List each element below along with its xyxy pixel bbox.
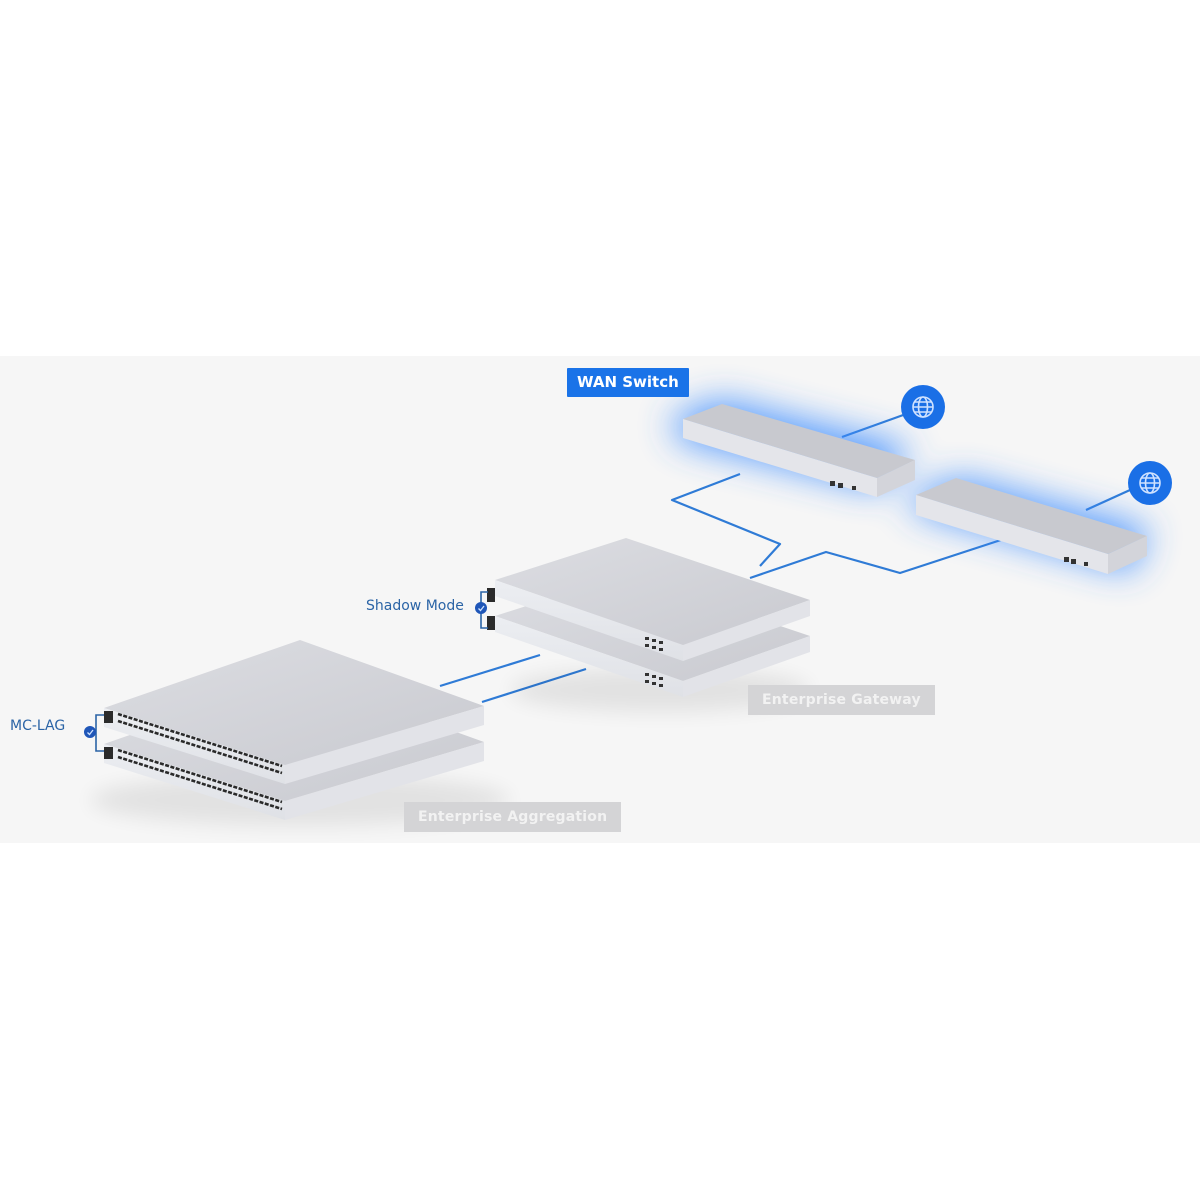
wan-switch-1-front [683,419,877,497]
wan-switch-1 [683,404,915,497]
globe-icon [1128,461,1172,505]
mc-lag-label: MC-LAG [10,718,66,734]
mc-lag-bracket [95,714,104,752]
topology-scene [84,385,1172,826]
enterprise-gateway-label: Enterprise Gateway [748,685,935,715]
shadow-mode-label: Shadow Mode [366,598,464,614]
link-check-icon [475,602,487,614]
link-check-icon [84,726,96,738]
network-topology-diagram: WAN Switch Shadow Mode MC-LAG Enterprise… [0,356,1200,843]
connector-gateway-to-wan2 [749,535,1011,580]
globe-icon [901,385,945,429]
enterprise-gateway-stack [487,538,810,697]
enterprise-aggregation-stack [104,640,484,820]
wan-switch-label: WAN Switch [567,368,689,397]
wan-switch-1-top [683,404,915,478]
wan-switch-2 [916,478,1147,574]
connector-wan2-to-globe2 [1085,488,1131,512]
wan-switch-2-side [1108,536,1147,574]
wan-switch-1-side [877,460,915,497]
enterprise-aggregation-label: Enterprise Aggregation [404,802,622,832]
wan-switch-2-top [916,478,1147,554]
connector-wan1-to-globe1 [841,412,907,439]
connector-aggregation-to-gateway-1 [439,653,541,688]
connector-gateway-to-wan1 [670,472,782,567]
wan-switch-2-front [916,495,1108,574]
